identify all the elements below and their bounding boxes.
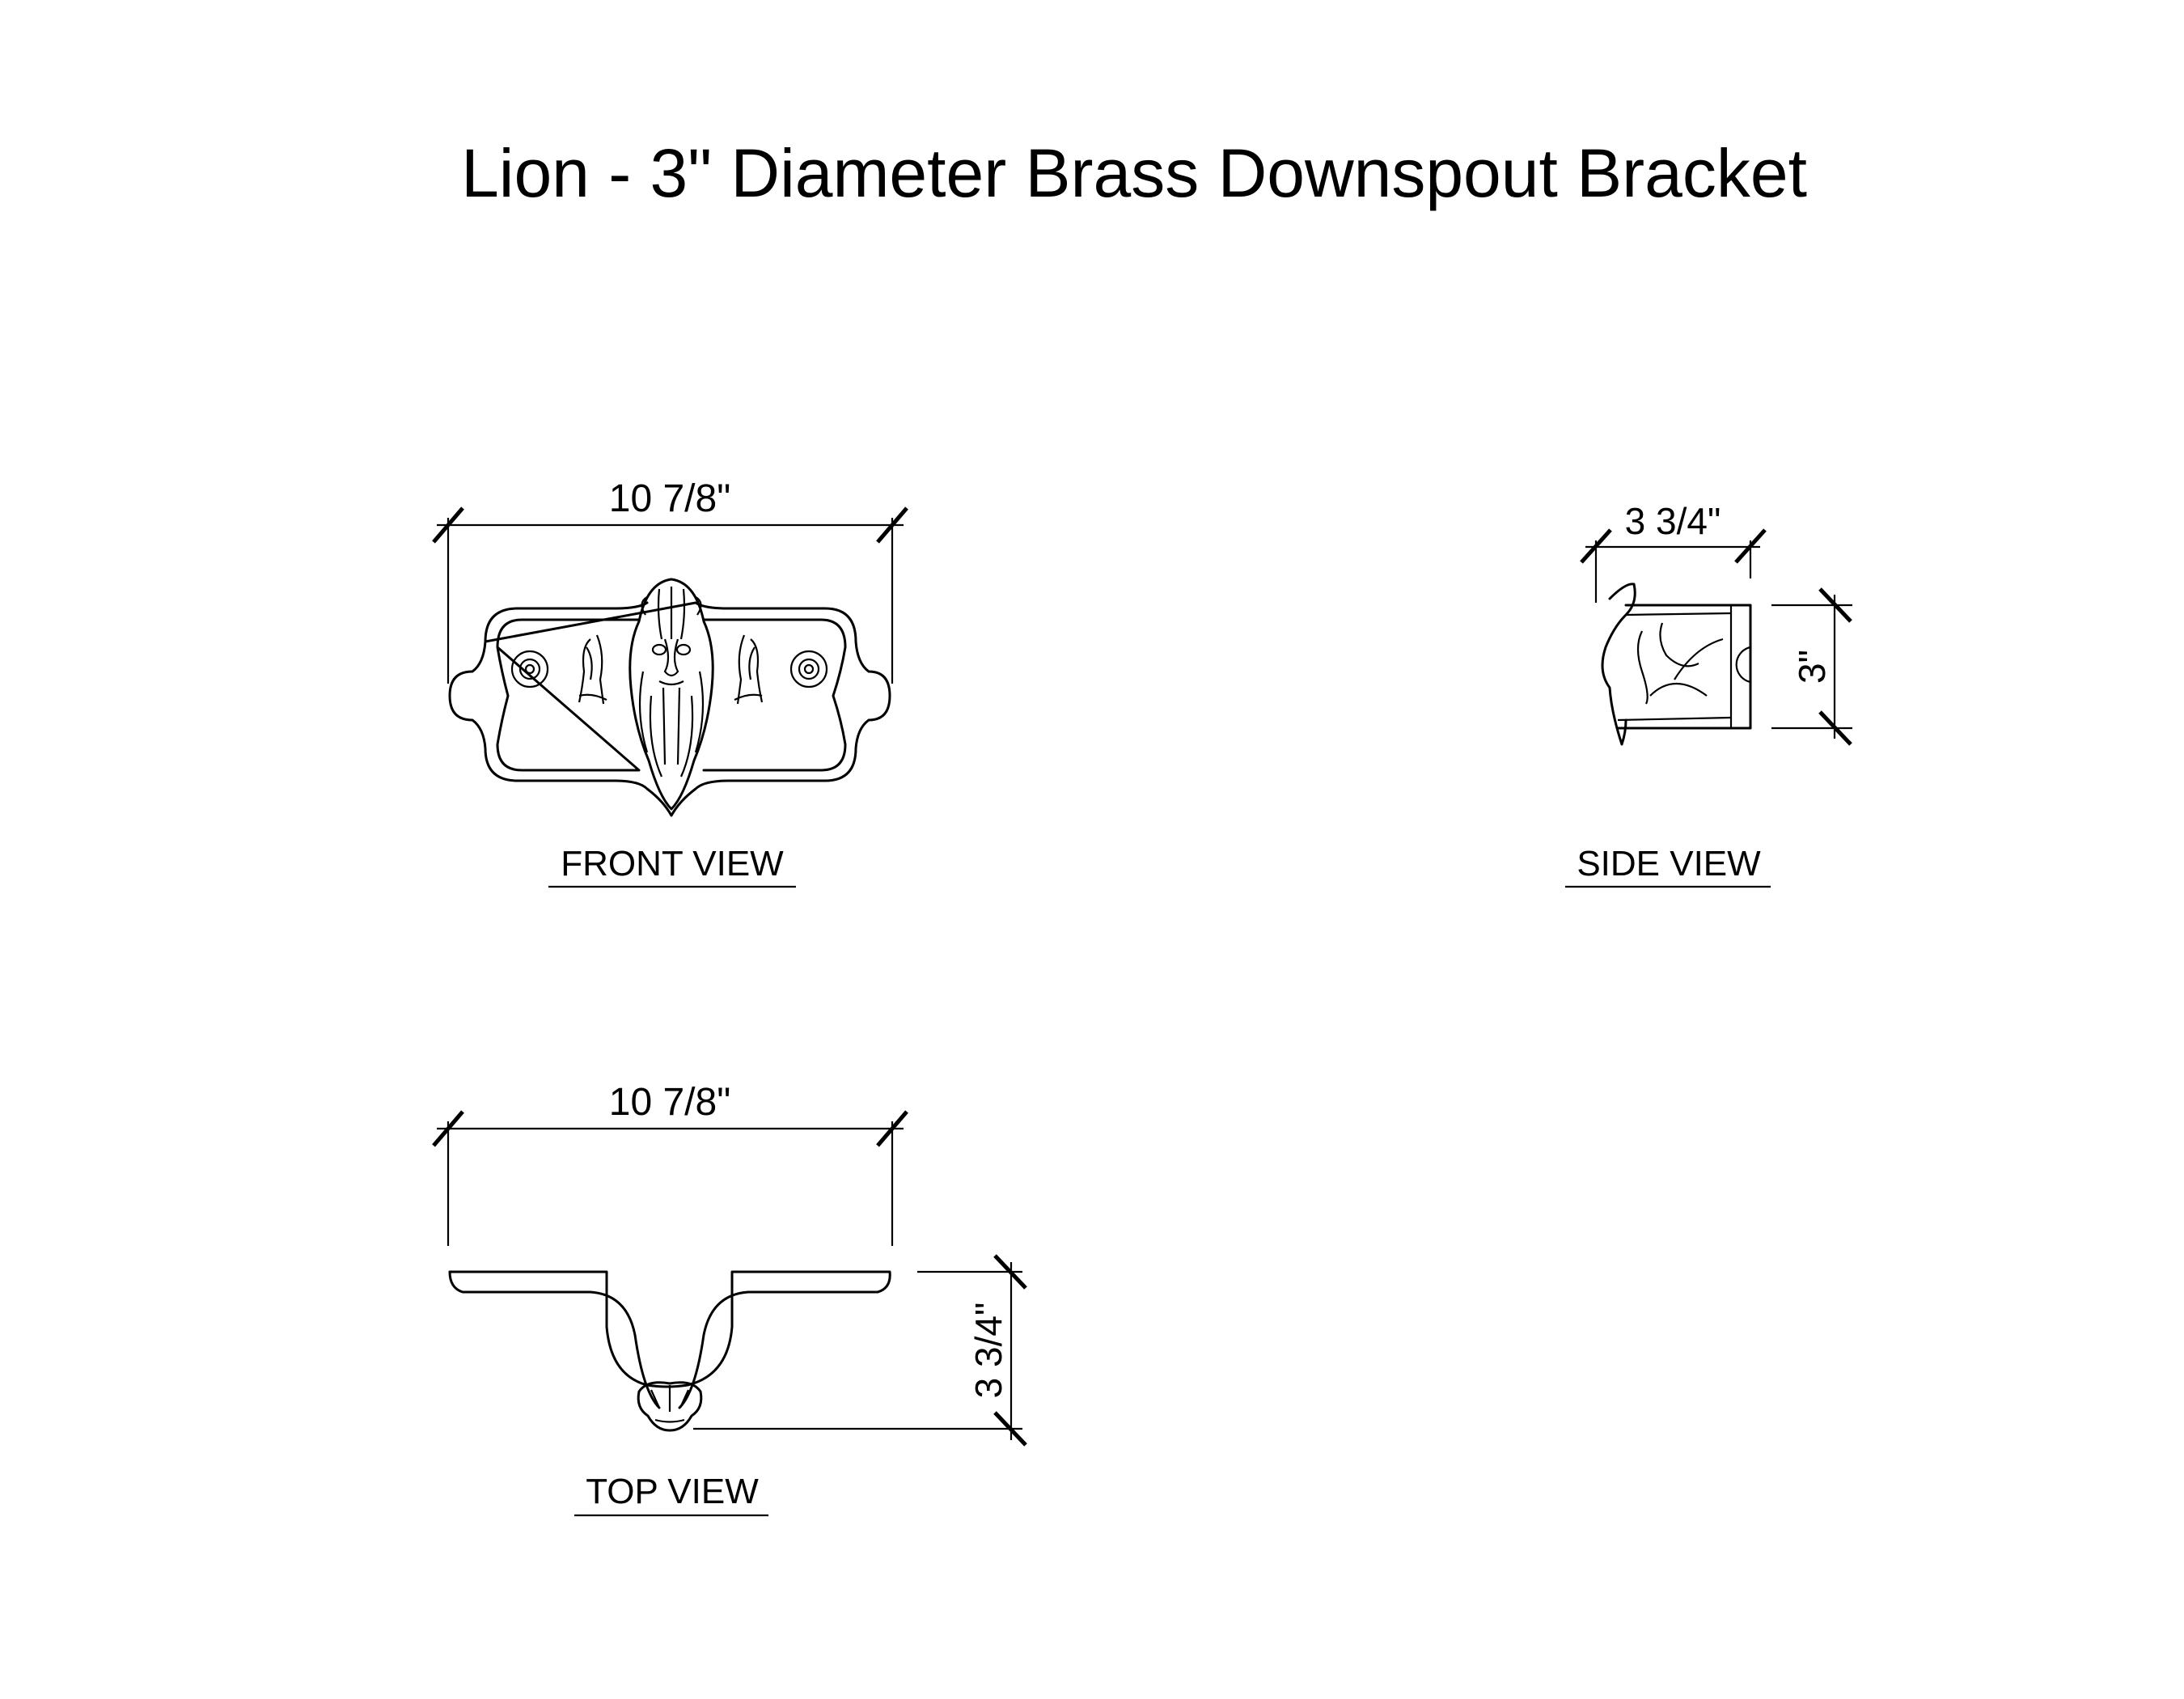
front-bracket-outline [448, 601, 891, 817]
lion-head-top-ornament [637, 1381, 703, 1432]
front-width-label: 10 7/8" [609, 477, 731, 520]
front-view: 10 7/8" FRONT VIEW [432, 477, 908, 888]
side-bracket-outline [1601, 583, 1752, 746]
dimension-tick [1580, 528, 1612, 564]
fleur-ornament-left [578, 634, 607, 705]
dimension-tick [876, 506, 908, 544]
top-view: 10 7/8" 3 3/4" TOP VIEW [432, 1081, 1027, 1517]
side-depth-label: 3 3/4" [1625, 500, 1721, 542]
rosette-ornament-left [510, 650, 549, 688]
lion-head-ornament [629, 578, 714, 811]
top-view-label: TOP VIEW [586, 1472, 759, 1511]
side-view-label: SIDE VIEW [1577, 844, 1761, 883]
front-view-label: FRONT VIEW [561, 844, 784, 883]
drawing-title: Lion - 3" Diameter Brass Downspout Brack… [461, 135, 1807, 211]
dimension-tick [876, 1110, 908, 1147]
dimension-tick [1818, 710, 1852, 746]
side-height-label: 3" [1791, 650, 1833, 684]
top-width-label: 10 7/8" [609, 1081, 731, 1124]
dimension-tick [993, 1254, 1027, 1290]
side-view: 3 3/4" 3" SIDE VIEW [1565, 500, 1852, 888]
dimension-tick [1734, 528, 1767, 564]
front-width-dimension: 10 7/8" [432, 477, 908, 684]
dimension-tick [432, 1110, 464, 1147]
dimension-tick [432, 506, 464, 544]
top-depth-dimension: 3 3/4" [693, 1254, 1027, 1447]
side-depth-dimension: 3 3/4" [1580, 500, 1767, 603]
side-height-dimension: 3" [1771, 587, 1852, 746]
top-width-dimension: 10 7/8" [432, 1081, 908, 1246]
dimension-tick [1818, 587, 1852, 623]
dimension-tick [993, 1411, 1027, 1447]
fleur-ornament-right [734, 634, 764, 705]
rosette-ornament-right [789, 650, 828, 688]
top-depth-label: 3 3/4" [967, 1303, 1009, 1399]
top-bracket-outline [448, 1270, 891, 1409]
